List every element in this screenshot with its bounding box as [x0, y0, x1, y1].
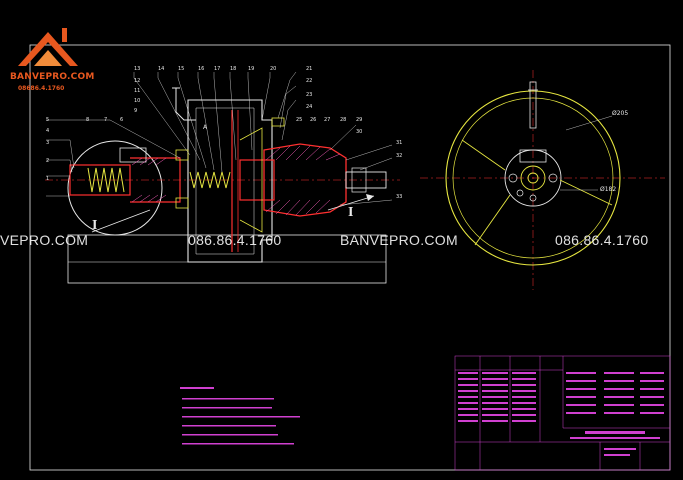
part-number-label: 23 — [306, 92, 313, 98]
part-number-label: 12 — [134, 78, 141, 84]
part-number-label: 13 — [134, 66, 141, 72]
watermark-phone: 086.86.4.1760 — [188, 232, 282, 248]
part-number-label: 8 — [86, 117, 90, 123]
section-mark-left: I — [92, 218, 98, 233]
part-number-label: 32 — [396, 153, 403, 159]
booster-end-view — [420, 70, 665, 290]
part-number-label: 21 — [306, 66, 313, 72]
part-number-label: 27 — [324, 117, 331, 123]
part-number-label: 11 — [134, 88, 141, 94]
part-number-label: 18 — [230, 66, 237, 72]
part-number-label: 7 — [104, 117, 108, 123]
part-number-label: 16 — [198, 66, 205, 72]
part-number-label: 33 — [396, 194, 403, 200]
drawing-frame — [29, 44, 671, 471]
part-number-label: 24 — [306, 104, 313, 110]
part-number-label: 25 — [296, 117, 303, 123]
part-number-label: 20 — [270, 66, 277, 72]
title-block — [454, 355, 671, 471]
part-number-label: 2 — [46, 158, 50, 164]
section-mark-right: I — [348, 205, 354, 220]
site-name: BANVEPRO.COM — [10, 72, 95, 82]
technical-notes — [180, 387, 300, 445]
part-number-label: 30 — [356, 129, 363, 135]
part-number-label: 31 — [396, 140, 403, 146]
dimension-inner-diameter: Ø182 — [600, 186, 617, 193]
part-number-label: 14 — [158, 66, 165, 72]
banvepro-logo — [18, 28, 78, 66]
part-number-label: 6 — [120, 117, 124, 123]
title-block-rows — [458, 372, 664, 456]
part-number-label: 10 — [134, 98, 141, 104]
part-number-label: 5 — [46, 117, 50, 123]
watermark-site: VEPRO.COM — [0, 232, 89, 248]
part-number-label: 17 — [214, 66, 221, 72]
part-number-label: 29 — [356, 117, 363, 123]
part-number-label: 26 — [310, 117, 317, 123]
view-label-a: A — [203, 124, 208, 131]
booster-section-view — [45, 71, 400, 284]
part-number-label: 1 — [46, 176, 50, 182]
part-number-label: 3 — [46, 140, 50, 146]
part-number-label: 15 — [178, 66, 185, 72]
phone-number: 08686.4.1760 — [18, 85, 65, 92]
part-number-label: 4 — [46, 128, 50, 134]
part-number-label: 9 — [134, 108, 138, 114]
watermark-phone: 086.86.4.1760 — [555, 232, 649, 248]
part-number-label: 22 — [306, 78, 313, 84]
part-number-label: 28 — [340, 117, 347, 123]
watermark-site: BANVEPRO.COM — [340, 232, 458, 248]
part-number-label: 19 — [248, 66, 255, 72]
dimension-outer-diameter: Ø205 — [612, 110, 629, 117]
